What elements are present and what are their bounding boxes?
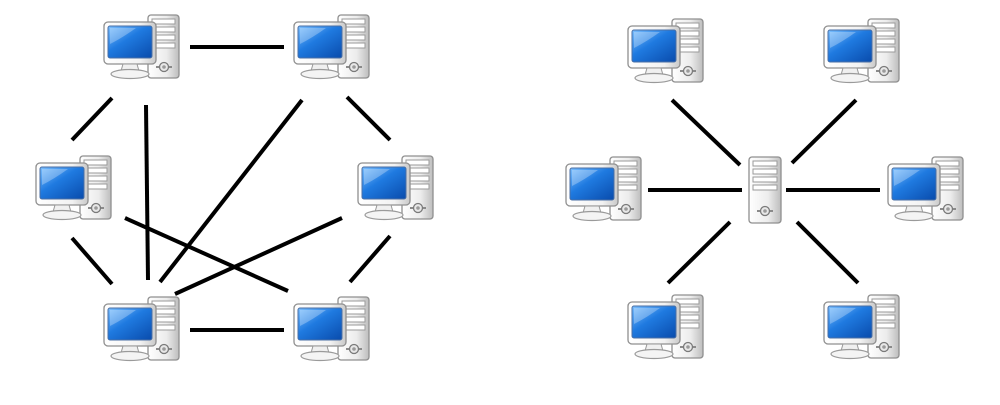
star-link-hub-to-top-right bbox=[790, 98, 858, 165]
mesh-top-right-computer-icon bbox=[293, 14, 370, 80]
star-hub-server-icon bbox=[748, 156, 782, 224]
mesh-link-mid-right-to-bottom-right bbox=[348, 234, 392, 284]
star-link-hub-to-top-left bbox=[670, 98, 742, 167]
mesh-mid-left-computer-icon bbox=[35, 155, 112, 221]
mesh-top-left-computer-icon bbox=[103, 14, 180, 80]
star-top-right-computer-icon bbox=[823, 18, 900, 84]
mesh-link-mid-left-to-bottom-left bbox=[70, 236, 114, 286]
star-network bbox=[565, 18, 964, 360]
star-bottom-left-computer-icon bbox=[627, 294, 704, 360]
star-mid-right-computer-icon bbox=[887, 156, 964, 222]
mesh-link-top-left-to-mid-left bbox=[70, 96, 114, 142]
star-link-hub-to-bottom-left bbox=[666, 220, 732, 285]
mesh-link-mid-left-to-bottom-right bbox=[124, 216, 289, 293]
mesh-links bbox=[70, 45, 392, 332]
star-links bbox=[648, 98, 880, 285]
star-top-left-computer-icon bbox=[627, 18, 704, 84]
star-link-hub-to-bottom-right bbox=[795, 220, 860, 285]
mesh-link-top-right-to-mid-right bbox=[345, 95, 392, 142]
mesh-bottom-right-computer-icon bbox=[293, 296, 370, 362]
mesh-link-mid-right-to-bottom-left bbox=[174, 216, 343, 296]
mesh-mid-right-computer-icon bbox=[357, 155, 434, 221]
star-bottom-right-computer-icon bbox=[823, 294, 900, 360]
mesh-link-top-right-to-bottom-left bbox=[158, 98, 304, 284]
mesh-link-top-left-to-bottom-left bbox=[144, 104, 150, 281]
mesh-bottom-left-computer-icon bbox=[103, 296, 180, 362]
star-mid-left-computer-icon bbox=[565, 156, 642, 222]
